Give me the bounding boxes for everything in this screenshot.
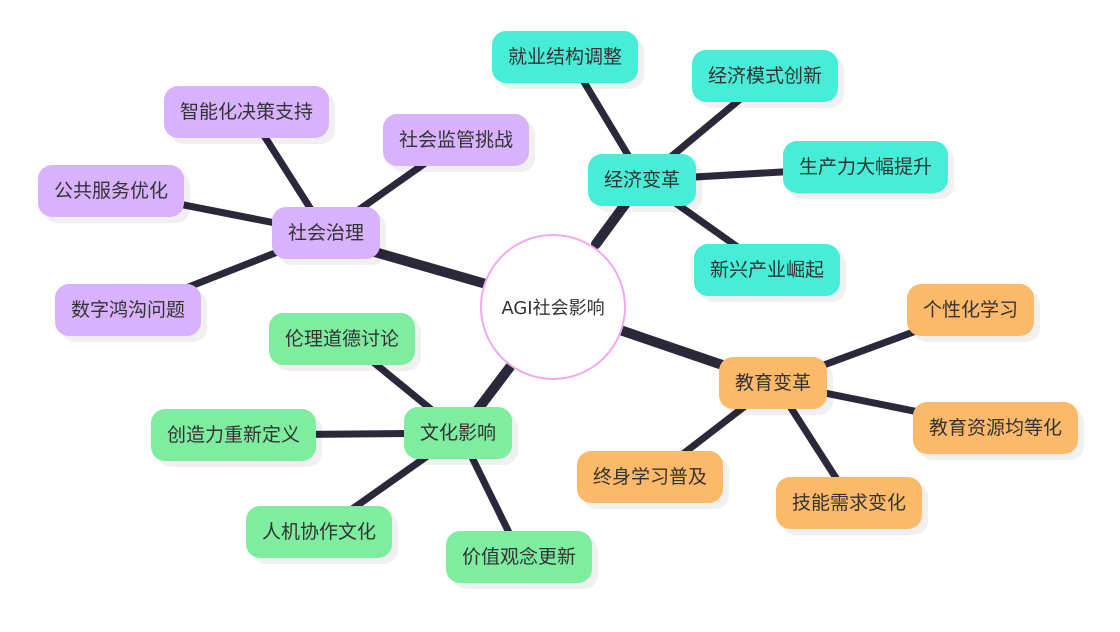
leaf-label: 技能需求变化 [792, 492, 907, 514]
branch-education-change: 教育变革 [719, 357, 828, 409]
leaf-ethics-discussion: 伦理道德讨论 [269, 313, 416, 365]
leaf-label: 伦理道德讨论 [285, 328, 400, 350]
leaf-label: 就业结构调整 [508, 46, 623, 68]
root-node: AGI社会影响 [480, 234, 626, 380]
leaf-economic-model-innovation: 经济模式创新 [692, 50, 839, 102]
leaf-label: 教育资源均等化 [929, 417, 1063, 439]
leaf-human-machine-collaboration: 人机协作文化 [246, 506, 393, 558]
leaf-lifelong-learning: 终身学习普及 [577, 451, 724, 503]
branch-label: 教育变革 [735, 372, 812, 394]
leaf-label: 新兴产业崛起 [710, 259, 825, 281]
leaf-employment-restructuring: 就业结构调整 [492, 31, 639, 83]
leaf-smart-decision-support: 智能化决策支持 [164, 86, 330, 138]
leaf-social-regulation-challenge: 社会监管挑战 [383, 114, 530, 166]
leaf-values-update: 价值观念更新 [446, 531, 593, 583]
leaf-label: 人机协作文化 [262, 521, 377, 543]
branch-label: 文化影响 [420, 422, 497, 444]
leaf-creativity-redefined: 创造力重新定义 [151, 409, 317, 461]
leaf-label: 经济模式创新 [708, 65, 823, 87]
leaf-personalized-learning: 个性化学习 [907, 284, 1035, 336]
leaf-emerging-industries: 新兴产业崛起 [694, 244, 841, 296]
leaf-label: 生产力大幅提升 [799, 156, 933, 178]
branch-economic-change: 经济变革 [588, 154, 697, 206]
leaf-label: 数字鸿沟问题 [71, 299, 186, 321]
leaf-public-service-optimization: 公共服务优化 [38, 165, 185, 217]
leaf-label: 价值观念更新 [462, 546, 577, 568]
leaf-education-equity: 教育资源均等化 [913, 402, 1079, 454]
leaf-label: 智能化决策支持 [180, 101, 314, 123]
leaf-label: 终身学习普及 [593, 466, 708, 488]
branch-label: 社会治理 [288, 222, 365, 244]
branch-social-governance: 社会治理 [272, 207, 381, 259]
leaf-label: 社会监管挑战 [399, 129, 514, 151]
leaf-label: 创造力重新定义 [167, 424, 301, 446]
root-label: AGI社会影响 [501, 298, 605, 319]
leaf-productivity-boost: 生产力大幅提升 [783, 141, 949, 193]
leaf-skill-demand-change: 技能需求变化 [776, 477, 923, 529]
branch-label: 经济变革 [604, 169, 681, 191]
branch-cultural-impact: 文化影响 [404, 407, 513, 459]
leaf-label: 公共服务优化 [54, 180, 169, 202]
leaf-digital-divide: 数字鸿沟问题 [55, 284, 202, 336]
leaf-label: 个性化学习 [923, 299, 1019, 321]
